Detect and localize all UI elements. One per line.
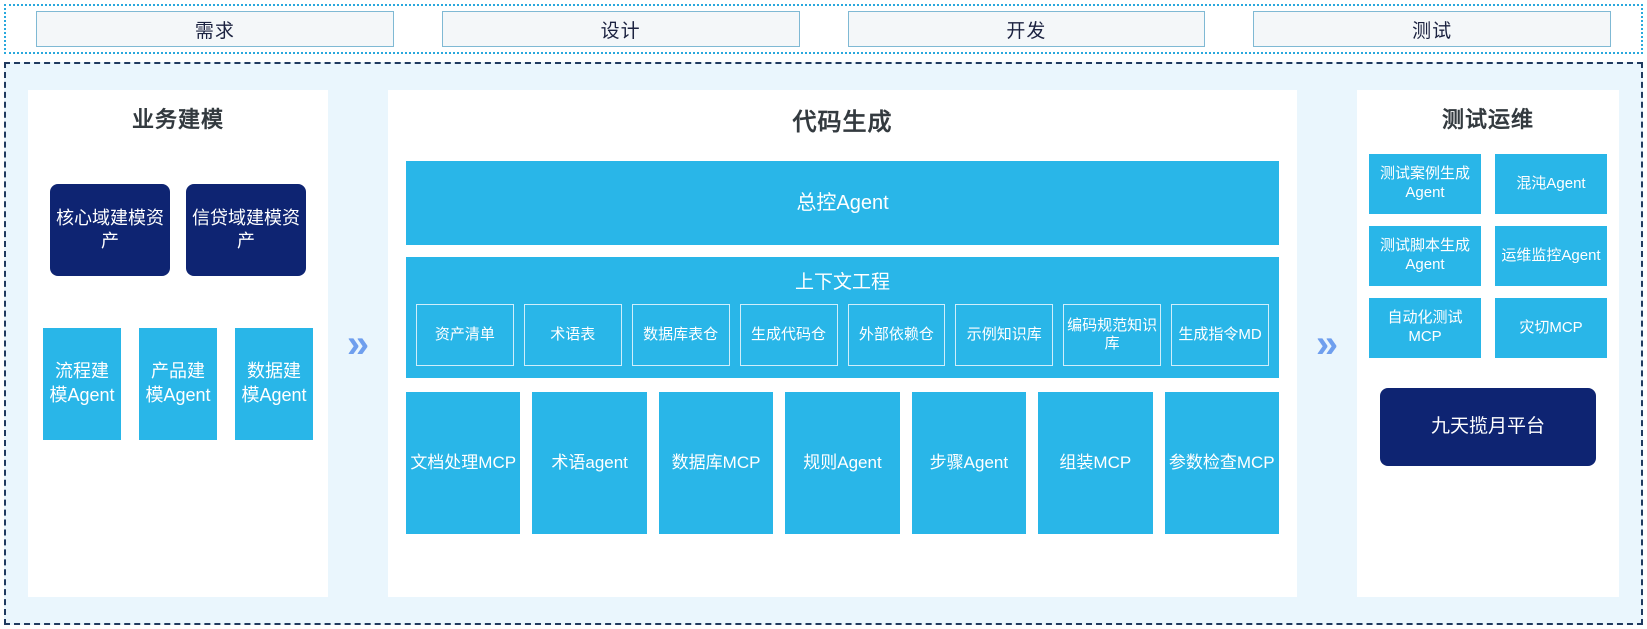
- agent-card-label: 产品建模Agent: [145, 361, 211, 405]
- tool-card-row: 文档处理MCP 术语agent 数据库MCP 规则Agent 步骤Agent 组…: [406, 392, 1279, 534]
- business-asset-row: 核心域建模资产 信贷域建模资产: [50, 184, 306, 276]
- business-agent-row: 流程建模Agent 产品建模Agent 数据建模Agent: [43, 328, 313, 440]
- card-label: 自动化测试MCP: [1387, 309, 1463, 345]
- context-item-glossary[interactable]: 术语表: [523, 304, 622, 366]
- master-control-agent-banner[interactable]: 总控Agent: [406, 161, 1279, 245]
- asset-card-core-domain[interactable]: 核心域建模资产: [50, 184, 170, 276]
- panel-code-generation: 代码生成 总控Agent 上下文工程 资产清单 术语表 数据库表仓: [388, 90, 1297, 597]
- test-ops-card-grid: 测试案例生成Agent 混沌Agent 测试脚本生成Agent 运维监控Agen…: [1369, 154, 1607, 358]
- chevron-glyph: »: [346, 321, 370, 366]
- chevron-right-icon-2: »: [1297, 90, 1357, 597]
- card-test-case-generation-agent[interactable]: 测试案例生成Agent: [1369, 154, 1481, 214]
- phase-strip: 需求 设计 开发 测试: [4, 4, 1643, 54]
- phase-tab-requirements[interactable]: 需求: [36, 11, 394, 47]
- diagram-board: 业务建模 核心域建模资产 信贷域建模资产 流程建模Agent 产品建模Agent…: [4, 62, 1643, 625]
- context-item-label: 生成指令MD: [1178, 325, 1262, 343]
- tool-card-label: 参数检查MCP: [1168, 452, 1275, 472]
- card-disaster-switch-mcp[interactable]: 灾切MCP: [1495, 298, 1607, 358]
- tool-card-label: 文档处理MCP: [410, 452, 517, 472]
- asset-card-label: 核心域建模资产: [56, 207, 164, 251]
- platform-card-jiutian-lanyue[interactable]: 九天揽月平台: [1380, 388, 1596, 466]
- context-item-label: 编码规范知识库: [1067, 316, 1158, 352]
- tool-card-label: 术语agent: [551, 452, 628, 472]
- tool-card-label: 步骤Agent: [929, 452, 1009, 472]
- tool-card-document-processing-mcp[interactable]: 文档处理MCP: [406, 392, 521, 534]
- card-label: 混沌Agent: [1516, 174, 1586, 192]
- panel-title: 测试运维: [1441, 107, 1534, 132]
- card-test-script-generation-agent[interactable]: 测试脚本生成Agent: [1369, 226, 1481, 286]
- context-engineering-title: 上下文工程: [794, 272, 890, 293]
- tool-card-label: 规则Agent: [803, 452, 882, 472]
- context-item-label: 资产清单: [434, 325, 495, 343]
- tool-card-database-mcp[interactable]: 数据库MCP: [658, 392, 774, 534]
- tool-card-rule-agent[interactable]: 规则Agent: [785, 392, 900, 534]
- context-item-example-knowledge-base[interactable]: 示例知识库: [955, 304, 1054, 366]
- tool-card-glossary-agent[interactable]: 术语agent: [532, 392, 647, 534]
- agent-card-product-modeling[interactable]: 产品建模Agent: [139, 328, 217, 440]
- context-engineering-block: 上下文工程 资产清单 术语表 数据库表仓 生成代码仓 外部依赖仓: [406, 257, 1279, 378]
- phase-tab-design[interactable]: 设计: [441, 11, 800, 47]
- phase-tab-label: 测试: [1412, 20, 1453, 42]
- agent-card-data-modeling[interactable]: 数据建模Agent: [235, 328, 313, 440]
- phase-tab-label: 设计: [600, 20, 641, 42]
- phase-tab-development[interactable]: 开发: [847, 11, 1206, 47]
- tool-card-step-agent[interactable]: 步骤Agent: [911, 392, 1027, 534]
- card-operations-monitoring-agent[interactable]: 运维监控Agent: [1495, 226, 1607, 286]
- banner-label: 总控Agent: [796, 191, 889, 214]
- panel-title: 业务建模: [131, 107, 224, 132]
- context-item-generated-code-repo[interactable]: 生成代码仓: [739, 304, 838, 366]
- card-label: 灾切MCP: [1519, 318, 1583, 336]
- chevron-glyph: »: [1315, 321, 1339, 366]
- context-item-external-dependency-repo[interactable]: 外部依赖仓: [847, 304, 946, 366]
- context-item-coding-standard-knowledge-base[interactable]: 编码规范知识库: [1063, 304, 1162, 366]
- context-item-label: 示例知识库: [966, 325, 1042, 343]
- card-automated-test-mcp[interactable]: 自动化测试MCP: [1369, 298, 1481, 358]
- phase-tab-testing[interactable]: 测试: [1253, 11, 1611, 47]
- card-label: 测试脚本生成Agent: [1379, 237, 1470, 273]
- card-label: 运维监控Agent: [1501, 246, 1601, 264]
- context-item-db-table-repo[interactable]: 数据库表仓: [631, 304, 730, 366]
- tool-card-assembly-mcp[interactable]: 组装MCP: [1038, 392, 1153, 534]
- tool-card-label: 组装MCP: [1059, 452, 1132, 472]
- phase-tab-label: 需求: [194, 20, 235, 42]
- panel-title: 代码生成: [792, 109, 893, 136]
- context-item-label: 外部依赖仓: [858, 325, 934, 343]
- agent-card-process-modeling[interactable]: 流程建模Agent: [43, 328, 121, 440]
- phase-tab-label: 开发: [1006, 20, 1047, 42]
- context-item-row: 资产清单 术语表 数据库表仓 生成代码仓 外部依赖仓 示例知: [416, 304, 1269, 366]
- tool-card-label: 数据库MCP: [671, 452, 761, 472]
- context-item-label: 生成代码仓: [751, 325, 827, 343]
- context-item-asset-list[interactable]: 资产清单: [416, 304, 514, 366]
- context-item-generation-instruction-md[interactable]: 生成指令MD: [1171, 304, 1269, 366]
- context-item-label: 术语表: [550, 325, 596, 343]
- panel-business-modeling: 业务建模 核心域建模资产 信贷域建模资产 流程建模Agent 产品建模Agent…: [28, 90, 328, 597]
- panel-test-operations: 测试运维 测试案例生成Agent 混沌Agent 测试脚本生成Agent 运维监…: [1357, 90, 1619, 597]
- asset-card-credit-domain[interactable]: 信贷域建模资产: [186, 184, 306, 276]
- card-chaos-agent[interactable]: 混沌Agent: [1495, 154, 1607, 214]
- agent-card-label: 数据建模Agent: [241, 361, 307, 405]
- platform-label: 九天揽月平台: [1430, 415, 1545, 437]
- agent-card-label: 流程建模Agent: [49, 361, 115, 405]
- card-label: 测试案例生成Agent: [1379, 165, 1470, 201]
- context-item-label: 数据库表仓: [643, 325, 719, 343]
- asset-card-label: 信贷域建模资产: [192, 207, 300, 251]
- chevron-right-icon-1: »: [328, 90, 388, 597]
- tool-card-parameter-check-mcp[interactable]: 参数检查MCP: [1164, 392, 1279, 534]
